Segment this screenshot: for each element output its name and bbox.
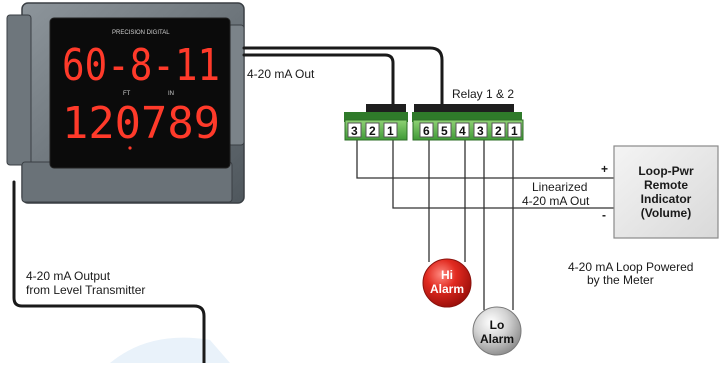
remote-indicator-box [613, 145, 719, 239]
terminal-a1 [383, 122, 398, 138]
lo-alarm-label-line1: Lo [490, 318, 505, 332]
remote-line1: Loop-Pwr [638, 164, 694, 178]
linearized-label-line2: 4-20 mA Out [522, 194, 590, 208]
minus-terminal-label: - [602, 208, 606, 222]
terminal-r1 [507, 122, 522, 138]
meter-display-window [49, 17, 231, 169]
relay-label: Relay 1 & 2 [452, 87, 514, 101]
loop-powered-line1: 4-20 mA Loop Powered [568, 260, 693, 274]
terminal-r4-label: 4 [459, 124, 466, 138]
terminal-r6-label: 6 [423, 124, 430, 138]
remote-indicator: Loop-Pwr Remote Indicator (Volume) [613, 145, 719, 239]
remote-line3: Indicator [641, 192, 692, 206]
lo-alarm-circle [472, 306, 522, 356]
meter-side-bracket [6, 14, 32, 166]
analog-out-label: 4-20 mA Out [247, 67, 315, 81]
input-label-line2: from Level Transmitter [26, 283, 145, 297]
wire-input-signal [12, 180, 206, 365]
terminal-r3-label: 3 [477, 124, 484, 138]
input-label-line1: 4-20 mA Output [26, 269, 111, 283]
terminal-r5 [437, 122, 452, 138]
hi-alarm-lamp: Hi Alarm [422, 258, 472, 308]
lo-alarm-label-line2: Alarm [480, 332, 514, 346]
unit-in-label: IN [168, 91, 174, 97]
terminal-plug-relay [414, 104, 514, 112]
wire-analog-out [242, 53, 395, 114]
terminal-a2-label: 2 [369, 124, 376, 138]
terminal-a3 [347, 122, 362, 138]
display-bottom-readout: 120789 [62, 98, 220, 149]
terminal-r5-label: 5 [441, 124, 448, 138]
terminal-a3-label: 3 [351, 124, 358, 138]
terminal-r1-label: 1 [511, 124, 518, 138]
panel-meter: PRECISION DIGITAL 60-8-11 FT IN 120789 [6, 2, 245, 204]
wire-loop-plus [356, 140, 614, 179]
terminal-plug-analog [366, 104, 406, 112]
wire-relay-common [242, 46, 444, 114]
remote-line4: (Volume) [641, 206, 691, 220]
display-top-readout: 60-8-11 [62, 40, 220, 91]
terminal-r2-label: 2 [495, 124, 502, 138]
linearized-label-line1: Linearized [532, 180, 587, 194]
background-watermark [110, 337, 230, 363]
plus-terminal-label: + [601, 162, 608, 176]
meter-brand: PRECISION DIGITAL [112, 30, 170, 36]
lo-alarm-lamp: Lo Alarm [472, 306, 522, 356]
loop-powered-line2: by the Meter [587, 273, 654, 287]
status-led [128, 146, 132, 150]
terminal-r3 [473, 122, 488, 138]
terminal-a2 [365, 122, 380, 138]
terminal-a1-label: 1 [387, 124, 394, 138]
terminal-r4 [455, 122, 470, 138]
hi-alarm-label-line1: Hi [441, 268, 453, 282]
hi-alarm-label-line2: Alarm [430, 282, 464, 296]
unit-ft-label: FT [123, 91, 131, 97]
remote-line2: Remote [644, 178, 688, 192]
terminal-block-analog: 3 2 1 [344, 104, 408, 141]
terminal-r6 [419, 122, 434, 138]
hi-alarm-circle [422, 258, 472, 308]
terminal-block-relay: 6 5 4 3 2 1 [412, 104, 524, 141]
wire-loop-minus [392, 140, 614, 209]
terminal-r2 [491, 122, 506, 138]
